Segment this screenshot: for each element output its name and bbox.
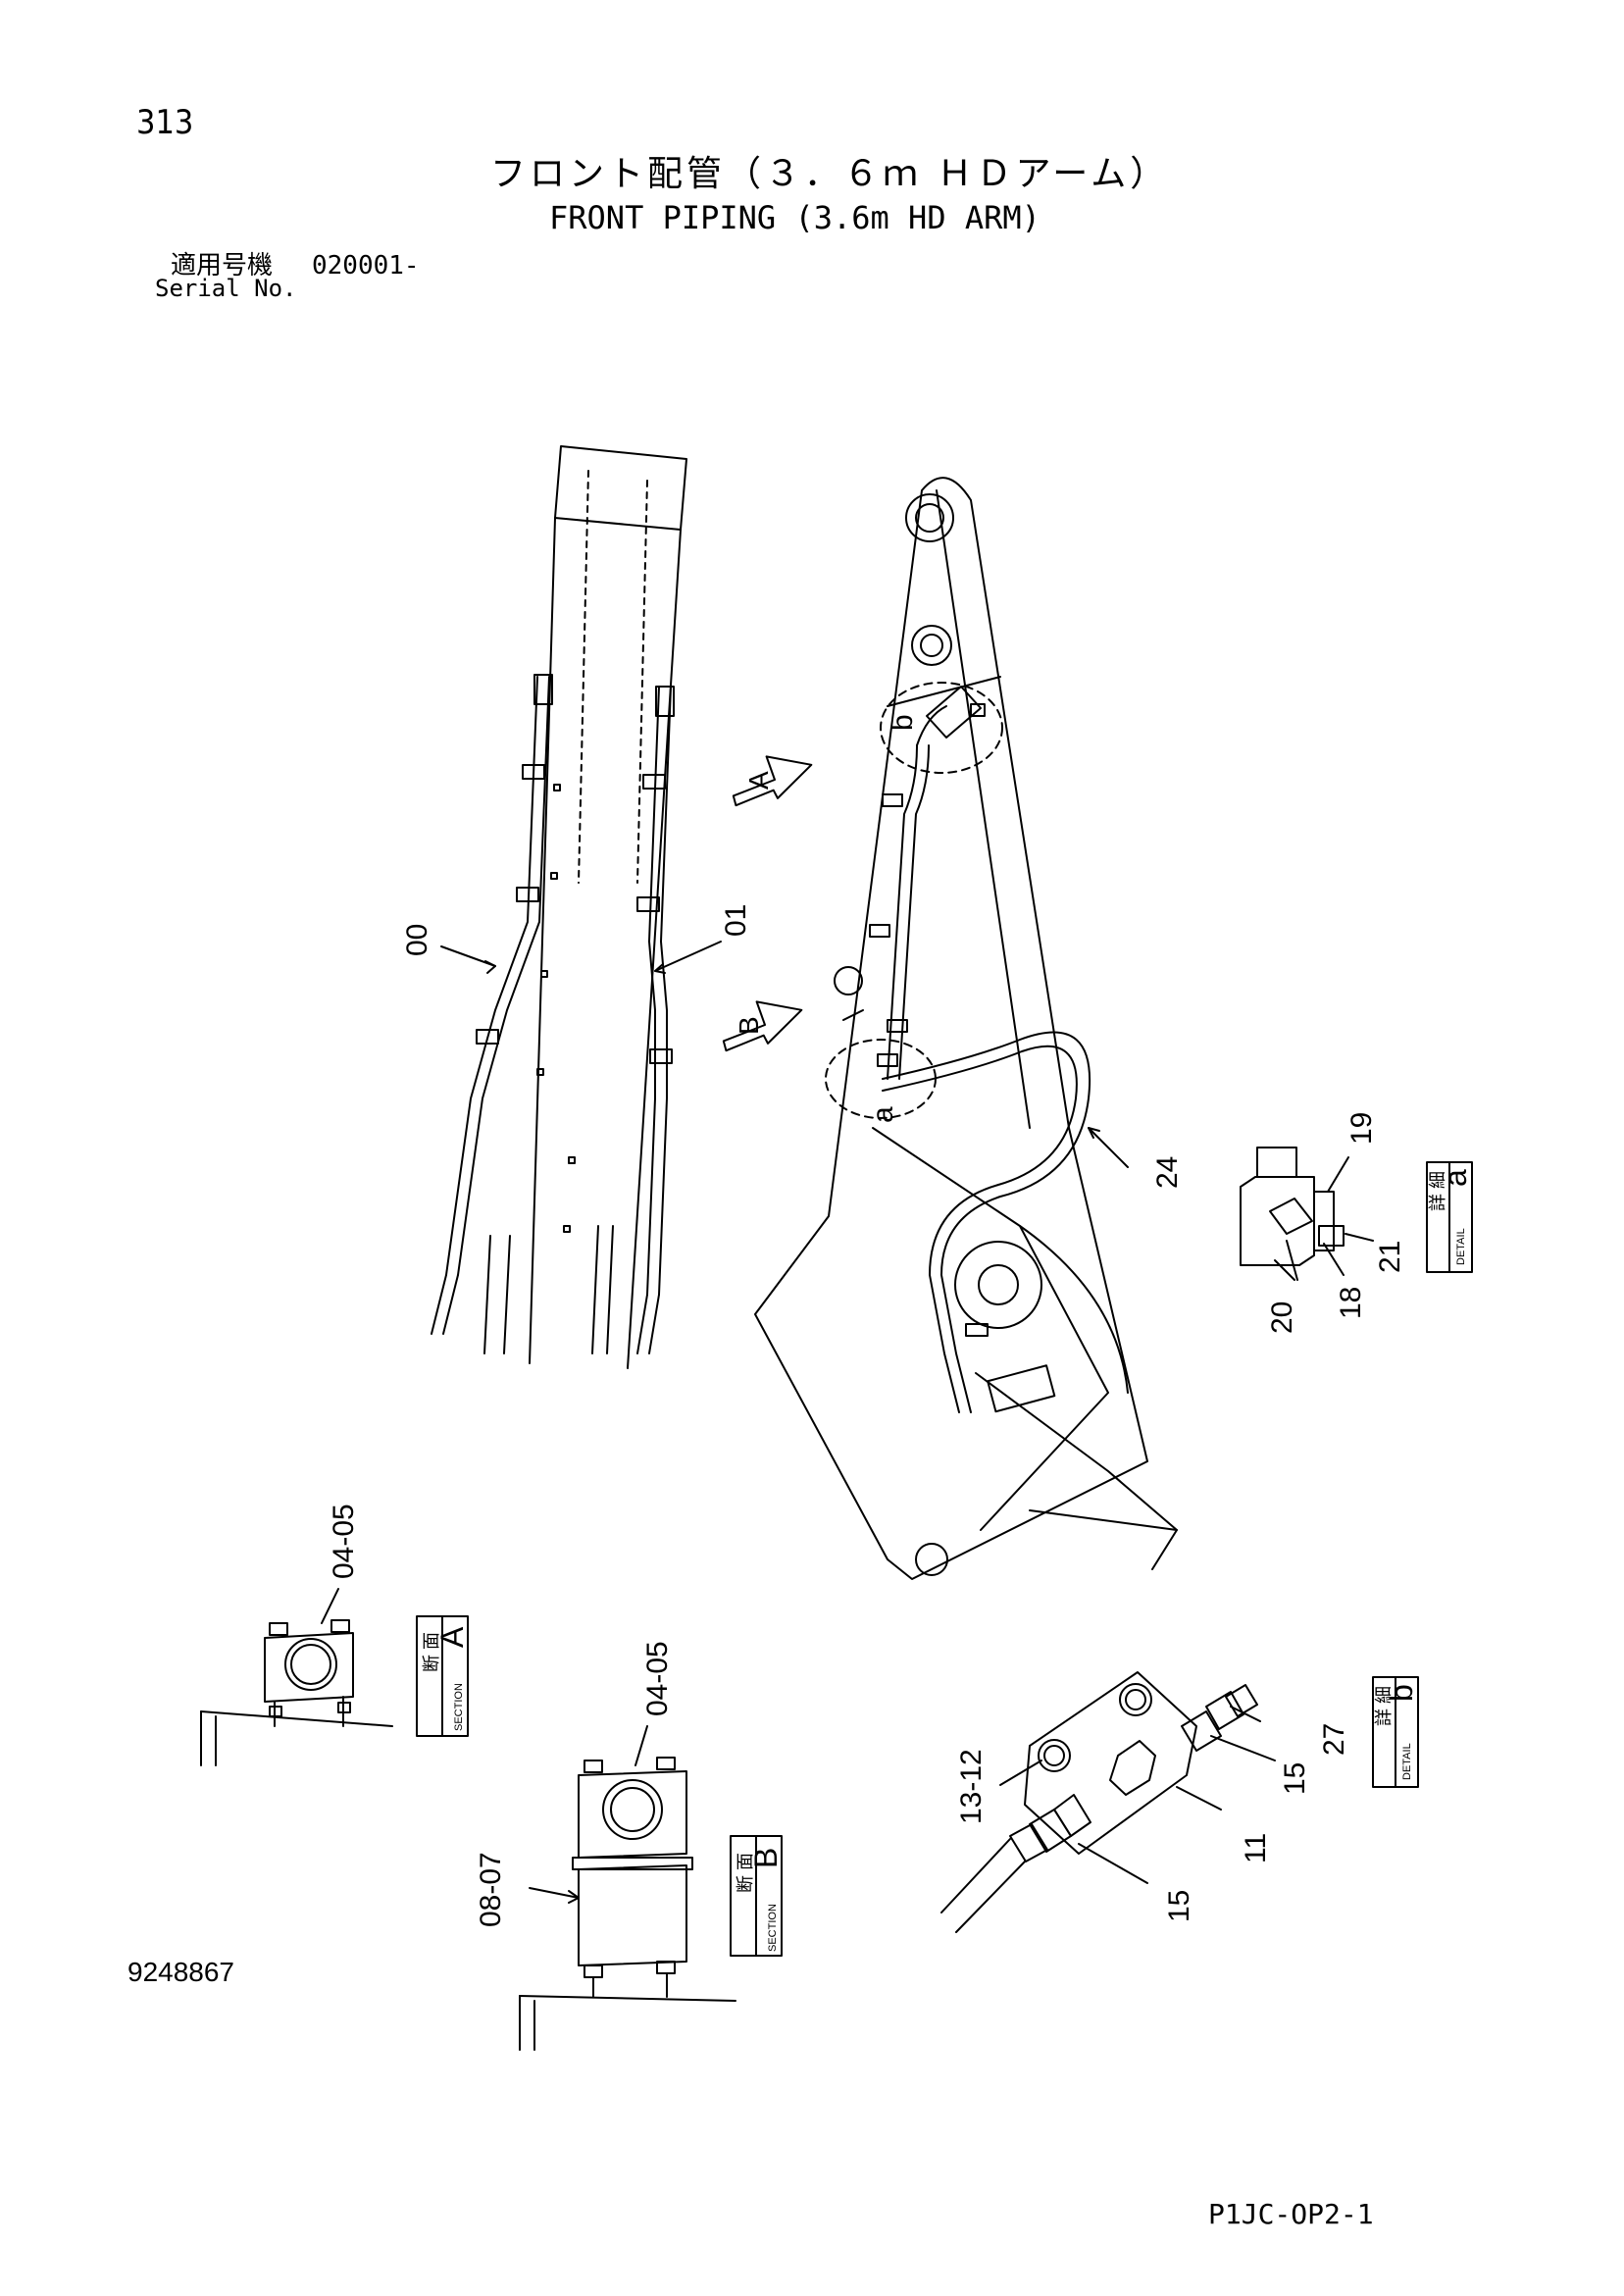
detail-b-jp: 詳 細: [1374, 1686, 1394, 1726]
callout-15-a: 15: [1279, 1762, 1311, 1795]
page-title-japanese: フロント配管（３．６ｍ ＨＤアーム）: [490, 154, 1170, 194]
callout-27: 27: [1318, 1723, 1350, 1756]
section-b-letter: B: [748, 1848, 784, 1868]
callout-24: 24: [1151, 1156, 1184, 1189]
detail-mark-b: b: [887, 714, 919, 731]
section-a-drawing: [200, 1619, 393, 1766]
callout-11: 11: [1240, 1833, 1272, 1863]
section-b-drawing: [519, 1757, 736, 2051]
page-number: 313: [136, 103, 194, 142]
callout-13-12: 13-12: [955, 1749, 988, 1824]
view-arrow-b: [722, 1000, 803, 1052]
callout-00: 00: [401, 924, 433, 956]
detail-a-letter: a: [1438, 1169, 1473, 1187]
detail-a-en: DETAIL: [1455, 1228, 1467, 1265]
view-arrow-a: [732, 755, 813, 807]
callout-04-05-b: 04-05: [641, 1641, 674, 1716]
section-b-en: SECTION: [767, 1904, 779, 1952]
drawing-part-number: 9248867: [127, 1957, 235, 1987]
arm-top-view: [431, 445, 687, 1369]
section-b-jp: 断 面: [736, 1853, 755, 1893]
detail-b-drawing: [940, 1671, 1258, 1933]
section-a-box: [416, 1615, 469, 1737]
callout-21: 21: [1374, 1241, 1406, 1273]
detail-a-drawing: [1240, 1147, 1345, 1281]
section-a-jp: 断 面: [422, 1632, 441, 1672]
sheet-code: P1JC-OP2-1: [1208, 2198, 1374, 2230]
detail-b-letter: b: [1384, 1684, 1419, 1702]
callout-04-05-a: 04-05: [328, 1504, 360, 1579]
callout-18: 18: [1335, 1287, 1367, 1319]
detail-a-jp: 詳 細: [1428, 1171, 1447, 1211]
view-arrow-a-label: A: [743, 771, 774, 790]
detail-b-en: DETAIL: [1401, 1743, 1413, 1780]
page-title-english: FRONT PIPING (3.6m HD ARM): [549, 199, 1040, 236]
callout-08-07: 08-07: [475, 1852, 507, 1927]
section-a-letter: A: [434, 1626, 470, 1648]
detail-b-box: [1372, 1676, 1419, 1788]
callout-19: 19: [1345, 1112, 1378, 1145]
serial-number-range: 020001-: [312, 251, 420, 281]
view-arrow-b-label: B: [734, 1016, 764, 1035]
arm-side-view: [754, 477, 1178, 1580]
section-a-en: SECTION: [453, 1683, 465, 1731]
detail-mark-a: a: [867, 1106, 899, 1123]
serial-label-japanese: 適用号機: [171, 251, 274, 281]
callout-15-b: 15: [1163, 1890, 1195, 1922]
callout-01: 01: [720, 904, 752, 937]
callout-20: 20: [1266, 1301, 1298, 1334]
section-b-box: [730, 1835, 783, 1957]
serial-label-english: Serial No.: [155, 275, 297, 302]
detail-a-box: [1426, 1161, 1473, 1273]
